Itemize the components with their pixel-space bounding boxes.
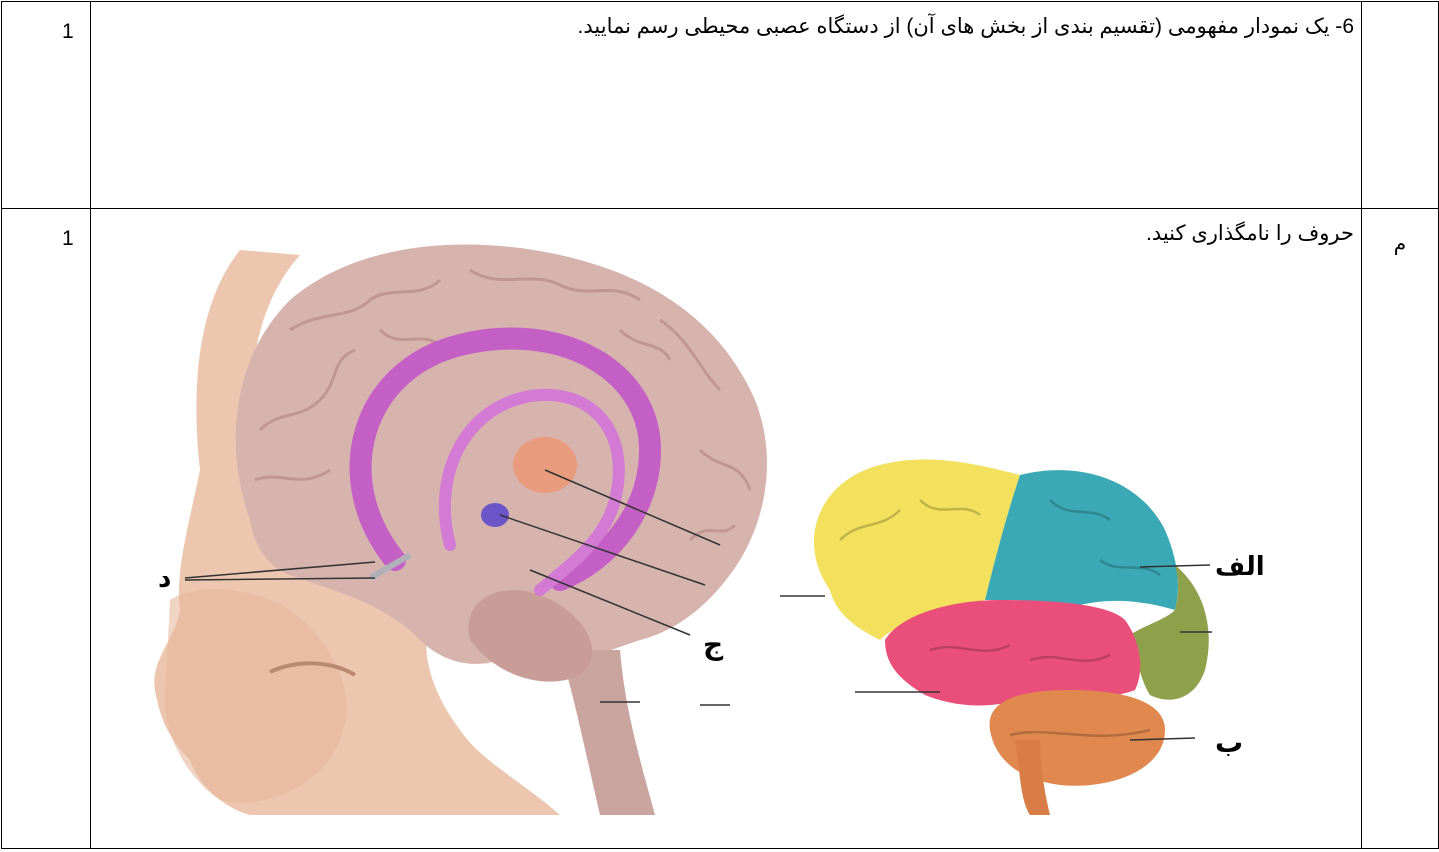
- score-value: 1: [2, 227, 90, 251]
- score-value: 1: [2, 20, 90, 44]
- question-row-7: 1 حروف را نامگذاری کنید. م: [2, 209, 1439, 849]
- number-cell: م: [1362, 209, 1439, 849]
- question-row-6: 1 6- یک نمودار مفهومی (تقسیم بندی از بخش…: [2, 2, 1439, 209]
- score-cell: 1: [2, 209, 91, 849]
- score-cell: 1: [2, 2, 91, 209]
- question-text: حروف را نامگذاری کنید.: [91, 221, 1354, 246]
- question-number: م: [1362, 209, 1438, 256]
- number-cell: [1362, 2, 1439, 209]
- question-number: [1362, 2, 1438, 24]
- question-text: 6- یک نمودار مفهومی (تقسیم بندی از بخش ه…: [91, 14, 1354, 39]
- question-cell: حروف را نامگذاری کنید.: [91, 209, 1362, 849]
- question-cell: 6- یک نمودار مفهومی (تقسیم بندی از بخش ه…: [91, 2, 1362, 209]
